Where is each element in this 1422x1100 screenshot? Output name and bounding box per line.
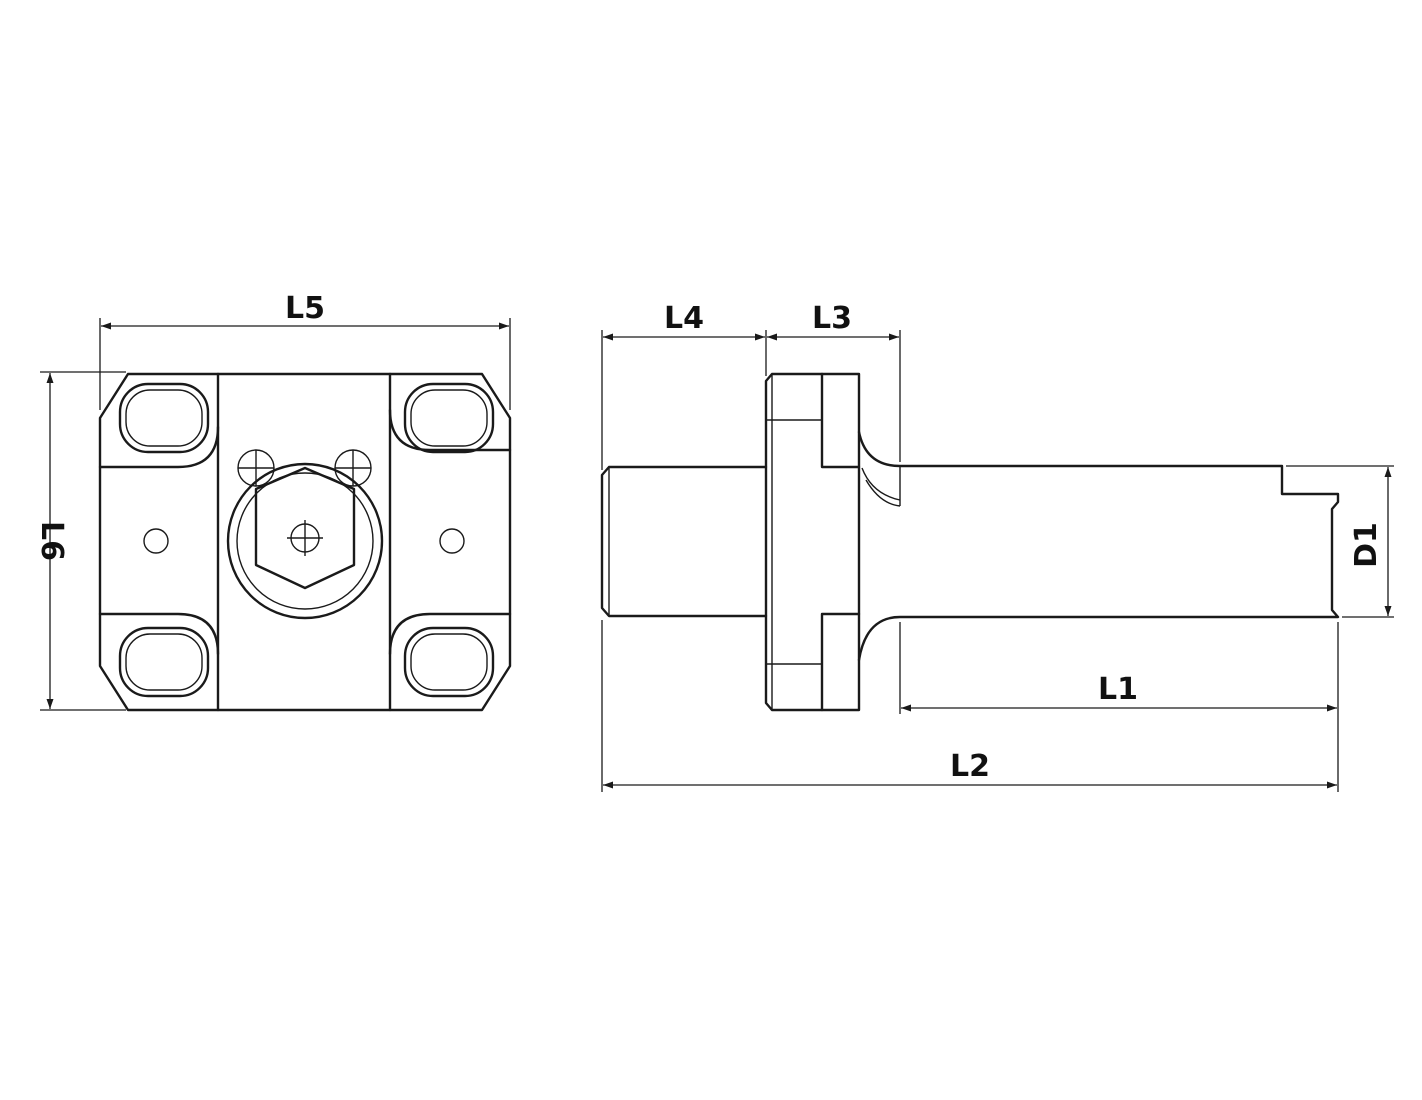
dimension-l2: L2 [601, 620, 1337, 792]
label-l1: L1 [1098, 672, 1138, 707]
center-boss-inner [236, 472, 374, 610]
label-l2: L2 [950, 749, 990, 784]
shank-outline [857, 430, 1340, 662]
rear-stub [600, 465, 768, 618]
label-l5: L5 [285, 291, 325, 326]
pin-hole-right [334, 449, 372, 487]
dimension-l5: L5 [99, 291, 511, 410]
flange-outline [764, 372, 861, 712]
flange-step [820, 372, 861, 469]
label-l6: L6 [34, 521, 69, 561]
pocket-bottom-right [388, 612, 512, 656]
slot-hole-top-right [403, 382, 495, 454]
side-hole-left [143, 528, 169, 554]
label-l3: L3 [812, 301, 852, 336]
dimension-l6: L6 [34, 371, 126, 711]
pin-hole-left [237, 449, 275, 487]
label-d1: D1 [1349, 522, 1384, 568]
pocket-top-right [388, 408, 512, 452]
dimension-l4: L4 [601, 301, 767, 470]
hex-socket [254, 466, 356, 590]
front-plate-outline [98, 372, 512, 712]
label-l4: L4 [664, 301, 704, 336]
dimension-l3: L3 [767, 301, 901, 462]
dimension-d1: D1 [1286, 465, 1394, 618]
side-view: L4 L3 D1 L1 L2 [600, 301, 1394, 792]
pocket-top-left [98, 425, 220, 469]
slot-hole-bottom-left [118, 626, 210, 698]
pocket-bottom-left [98, 612, 220, 656]
center-boss-outer [226, 462, 384, 620]
dimension-l1: L1 [899, 622, 1339, 792]
slot-hole-bottom-right [403, 626, 495, 698]
shank-fillet-inner [861, 467, 901, 501]
side-hole-right [439, 528, 465, 554]
front-view: L5 L6 [34, 291, 512, 712]
slot-hole-top-left [118, 382, 210, 454]
